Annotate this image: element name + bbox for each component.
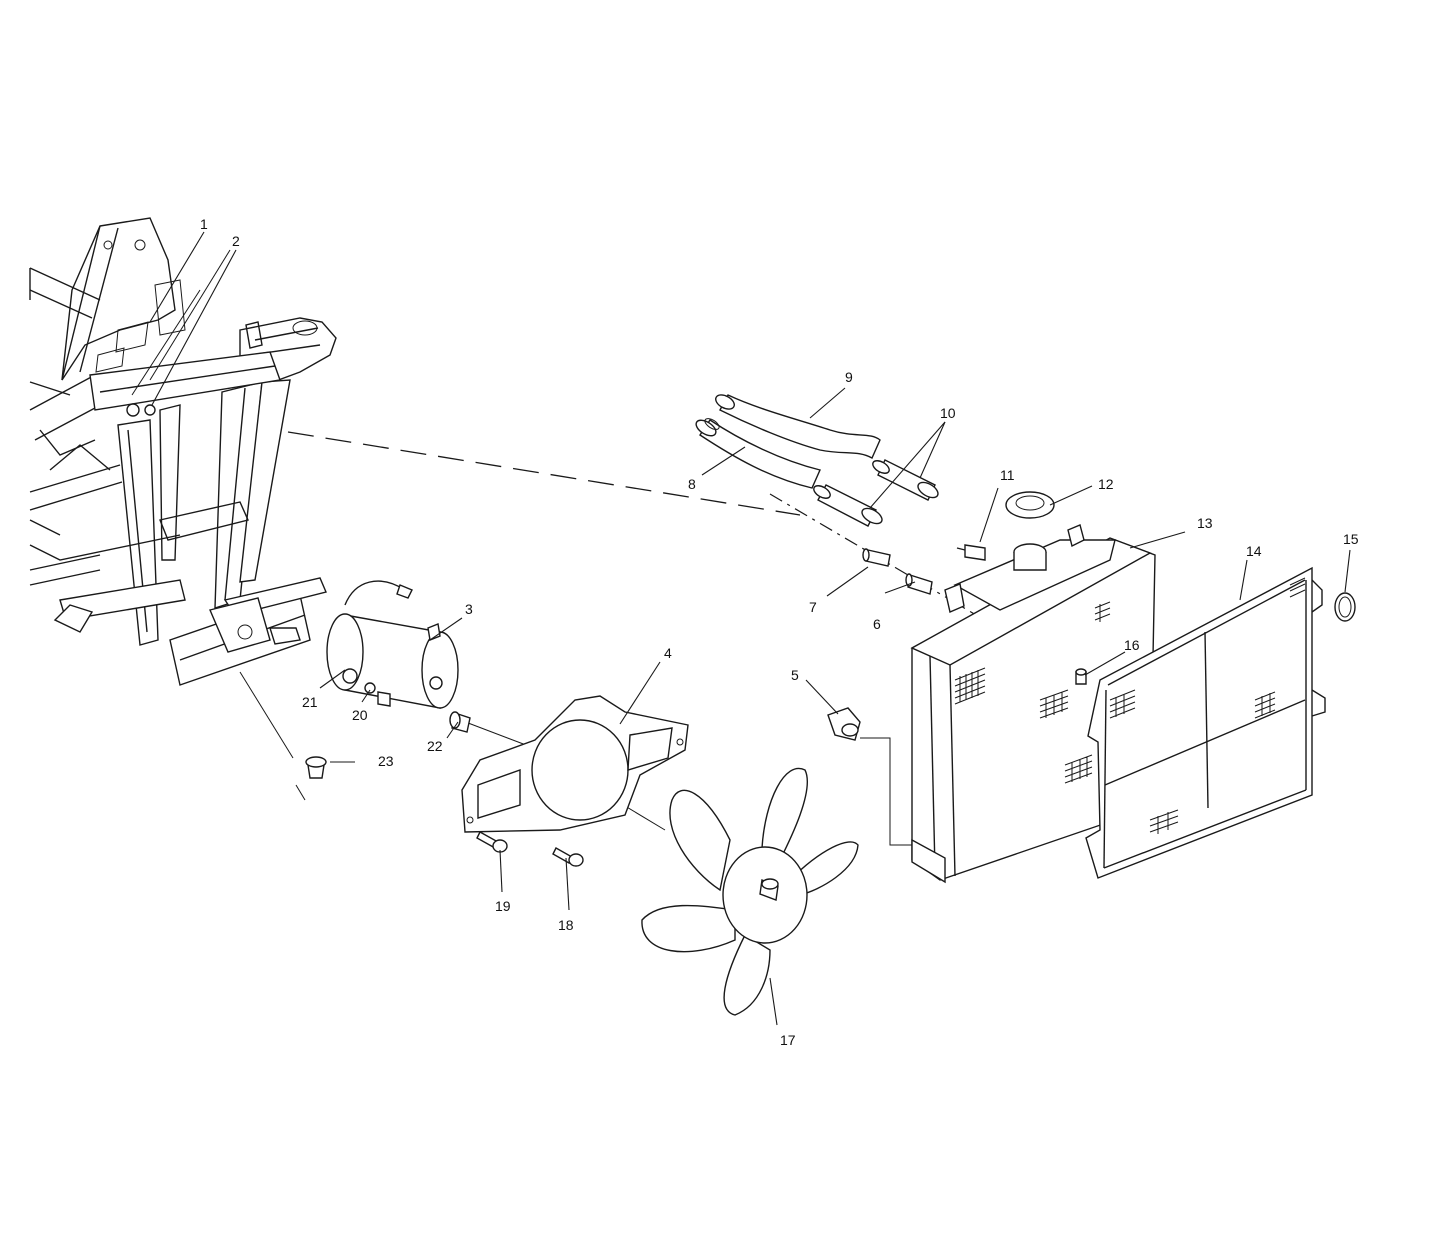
callout-leaders [149,231,1351,1026]
fan-blade [641,767,859,1016]
callout-6: 6 [873,616,881,632]
ring-part-15 [1334,592,1356,622]
callout-16: 16 [1124,637,1140,653]
callout-15: 15 [1343,531,1359,547]
callout-22: 22 [427,738,443,754]
callout-11: 11 [1000,467,1015,483]
hoses [695,394,939,527]
callout-5: 5 [791,667,799,683]
callout-13: 13 [1197,515,1213,531]
callout-21: 21 [302,694,318,710]
callout-1: 1 [200,216,208,232]
fan-shroud-bracket [461,695,689,833]
radiator-screen [1085,566,1326,879]
callout-23: 23 [378,753,394,769]
callout-4: 4 [664,645,672,661]
callout-18: 18 [558,917,574,933]
clamp [827,707,861,741]
callout-17: 17 [780,1032,796,1048]
callout-19: 19 [495,898,511,914]
radiator [910,524,1156,884]
callout-20: 20 [352,707,368,723]
callout-12: 12 [1098,476,1114,492]
callout-labels: 1 2 3 4 5 6 7 8 9 10 11 12 13 14 15 16 1… [200,216,1359,1048]
fittings [862,491,1055,595]
bolt [1075,668,1087,685]
callout-3: 3 [465,601,473,617]
callout-9: 9 [845,369,853,385]
callout-8: 8 [688,476,696,492]
callout-2: 2 [232,233,240,249]
fan-motor [326,580,471,733]
fasteners [305,756,584,867]
callout-14: 14 [1246,543,1262,559]
vehicle-frame [29,217,337,686]
callout-7: 7 [809,599,817,615]
callout-10: 10 [940,405,956,421]
